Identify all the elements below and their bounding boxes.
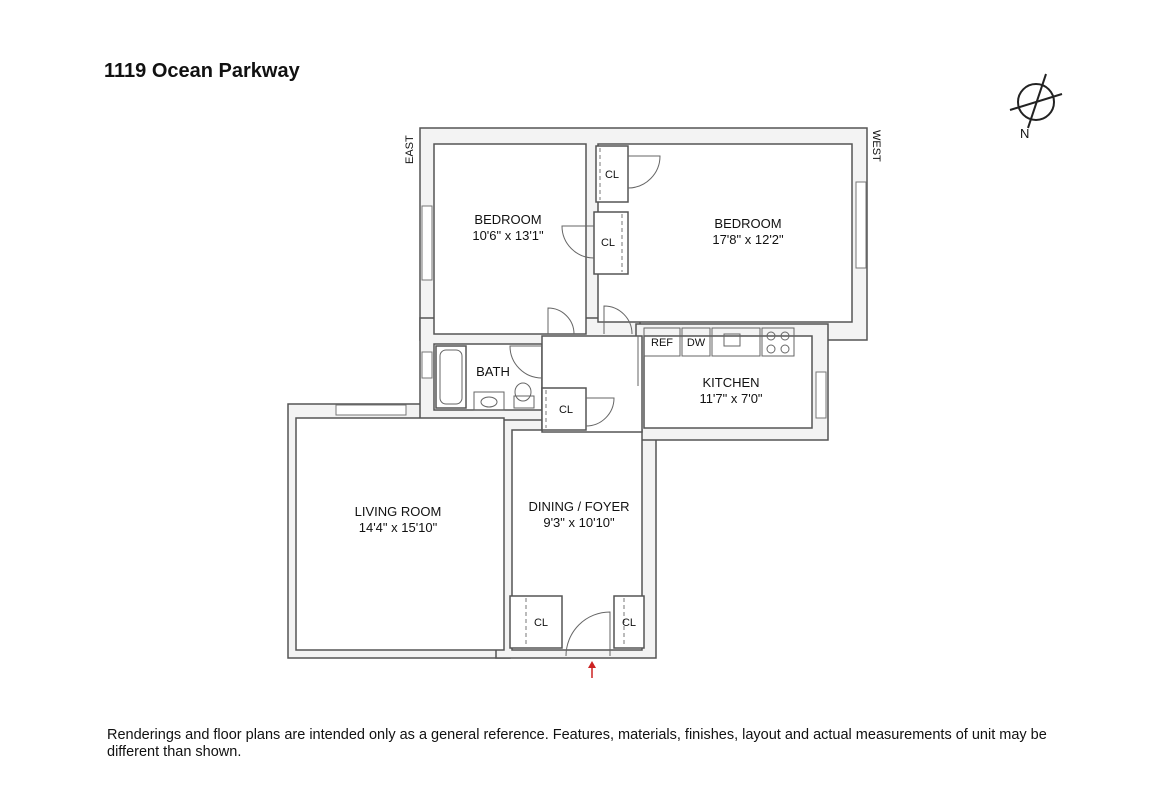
bedroom-1-name: BEDROOM xyxy=(474,212,541,227)
entry-door xyxy=(565,611,611,657)
kitchen-area xyxy=(643,335,813,429)
door-bedroom-2 xyxy=(603,305,633,335)
window-east xyxy=(421,205,433,281)
bath-fixtures xyxy=(435,345,535,411)
toilet-tank xyxy=(513,395,535,409)
dining-foyer-name: DINING / FOYER xyxy=(528,499,629,514)
compass-icon xyxy=(1009,73,1063,129)
kitchen-sink xyxy=(711,327,761,357)
dining-foyer-size: 9'3" x 10'10" xyxy=(543,515,615,530)
closet-label: CL xyxy=(605,169,619,181)
dishwasher xyxy=(681,327,711,357)
kitchen-size: 11'7" x 7'0" xyxy=(699,391,762,406)
refrigerator-label: REF xyxy=(651,337,673,349)
plan-title: 1119 Ocean Parkway xyxy=(104,60,300,82)
closet-label: CL xyxy=(534,617,548,629)
dishwasher-label: DW xyxy=(687,337,706,349)
burner-icon xyxy=(766,331,776,341)
door-closet-3 xyxy=(585,397,615,427)
bathtub-basin xyxy=(439,349,463,405)
window-bath xyxy=(421,351,433,379)
closet-label: CL xyxy=(559,404,573,416)
kitchen-fixtures xyxy=(643,327,795,357)
bedroom-1-area xyxy=(433,143,587,335)
closet-3 xyxy=(541,387,587,431)
bath-area xyxy=(433,343,543,411)
closets xyxy=(509,145,645,649)
direction-west: WEST xyxy=(870,130,882,162)
living-room-name: LIVING ROOM xyxy=(355,504,442,519)
toilet-bowl xyxy=(514,382,532,402)
living-room-size: 14'4" x 15'10" xyxy=(359,520,438,535)
bedroom-2-size: 17'8" x 12'2" xyxy=(712,232,784,247)
refrigerator xyxy=(643,327,681,357)
burner-icon xyxy=(780,331,790,341)
bedroom-1-size: 10'6" x 13'1" xyxy=(472,228,544,243)
closet-label: CL xyxy=(622,617,636,629)
burner-icon xyxy=(766,344,776,354)
door-closet-2 xyxy=(561,225,595,259)
stove xyxy=(761,327,795,357)
living-room-area xyxy=(295,417,505,651)
window-living xyxy=(335,404,407,416)
burner-icon xyxy=(780,344,790,354)
door-bedroom-1 xyxy=(547,307,575,335)
closet-1 xyxy=(595,145,629,203)
door-bath xyxy=(509,345,543,379)
direction-east: EAST xyxy=(404,135,416,164)
window-west xyxy=(855,181,867,269)
bedroom-2-area xyxy=(597,143,853,323)
windows xyxy=(335,181,867,419)
disclaimer: Renderings and floor plans are intended … xyxy=(107,727,1047,760)
compass-north-label: N xyxy=(1020,126,1029,141)
bedroom-2-name: BEDROOM xyxy=(714,216,781,231)
kitchen-sink-bowl xyxy=(723,333,741,347)
room-interiors xyxy=(295,143,853,651)
entry-arrow-icon xyxy=(588,661,596,678)
closet-5 xyxy=(613,595,645,649)
bathtub xyxy=(435,345,467,409)
closet-label: CL xyxy=(601,237,615,249)
kitchen-name: KITCHEN xyxy=(702,375,759,390)
window-kitchen xyxy=(815,371,827,419)
door-closet-1 xyxy=(627,155,661,189)
bath-name: BATH xyxy=(476,364,510,379)
sink-bowl xyxy=(480,396,498,408)
sink xyxy=(473,391,505,411)
doors xyxy=(509,155,661,657)
closet-4 xyxy=(509,595,563,649)
